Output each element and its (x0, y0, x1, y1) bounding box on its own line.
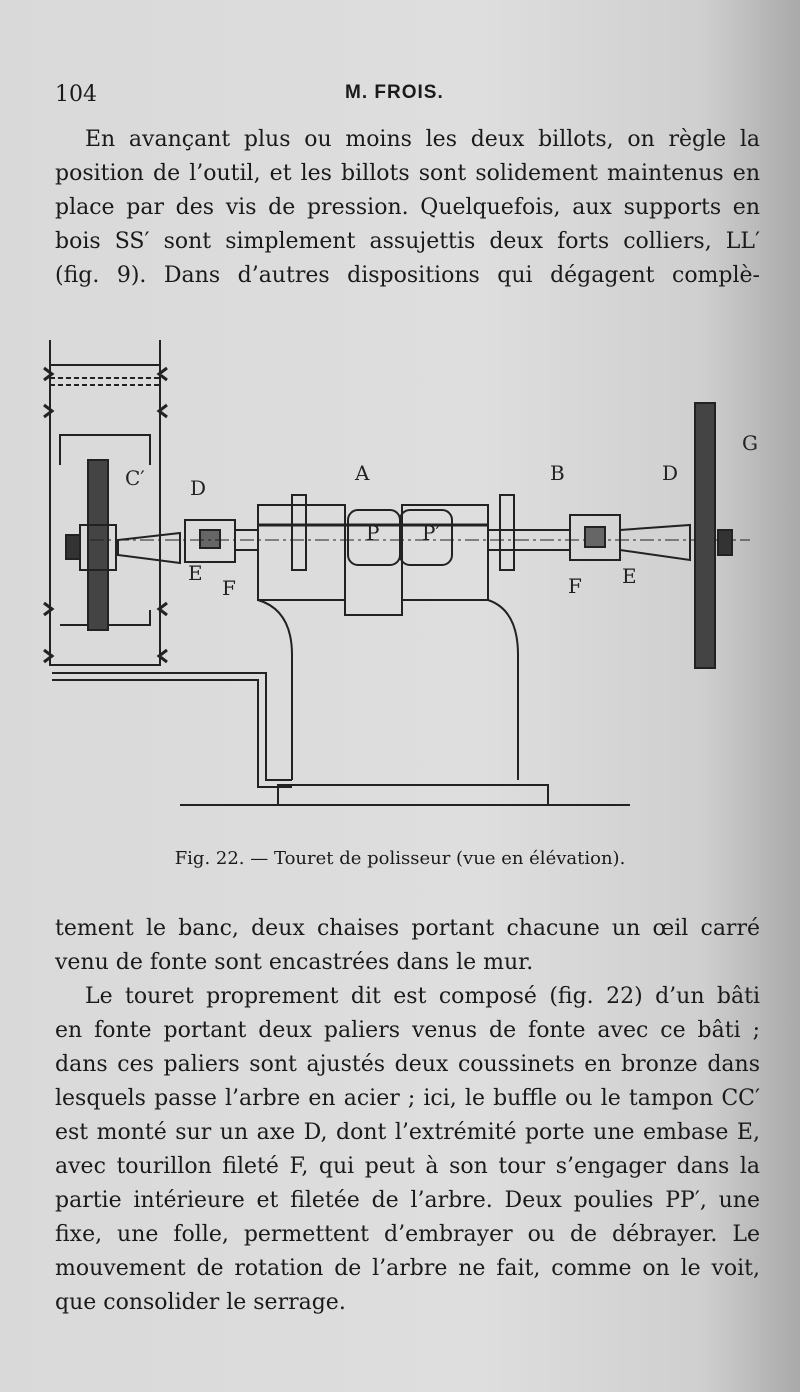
text-line: Le touret proprement dit est composé (fi… (85, 984, 760, 1009)
text-line: fixe, une folle, permettent d’embrayer o… (55, 1222, 760, 1247)
text-line: tement le banc, deux chaises portant cha… (55, 916, 760, 941)
text-line: place par des vis de pression. Quelquefo… (55, 195, 760, 220)
text-line: En avançant plus ou moins les deux billo… (85, 127, 760, 152)
label-g: G (742, 431, 758, 455)
figure-touret-diagram: C′ D A B D G P P′ E F F E (43, 340, 758, 806)
text-line: est monté sur un axe D, dont l’extrémité… (55, 1120, 760, 1145)
text-line: partie intérieure et filetée de l’arbre.… (55, 1188, 760, 1213)
label-d-right: D (662, 461, 678, 485)
text-line: dans ces paliers sont ajustés deux couss… (55, 1052, 760, 1077)
label-f-left: F (222, 576, 236, 600)
text-line: lesquels passe l’arbre en acier ; ici, l… (55, 1086, 760, 1111)
paragraph-bottom: tement le banc, deux chaises portant cha… (55, 912, 760, 1320)
text-line: (fig. 9). Dans d’autres dispositions qui… (55, 263, 760, 288)
paragraph-top: En avançant plus ou moins les deux billo… (55, 123, 760, 293)
text-line: mouvement de rotation de l’arbre ne fait… (55, 1256, 760, 1281)
label-e-right: E (622, 564, 637, 588)
page-header: 104 M. FROIS. (55, 82, 760, 112)
label-c-prime: C′ (125, 466, 145, 490)
label-a: A (354, 461, 370, 485)
label-p: P (366, 521, 379, 545)
text-line: venu de fonte sont encastrées dans le mu… (55, 950, 534, 975)
figure-caption: Fig. 22. — Touret de polisseur (vue en é… (174, 848, 626, 869)
label-p-prime: P′ (422, 521, 440, 545)
label-d-left: D (190, 476, 206, 500)
page-number: 104 (55, 82, 97, 107)
text-line: avec tourillon fileté F, qui peut à son … (55, 1154, 760, 1179)
text-line: position de l’outil, et les billots sont… (55, 161, 760, 186)
text-line: bois SS′ sont simplement assujettis deux… (55, 229, 760, 254)
text-line: en fonte portant deux paliers venus de f… (55, 1018, 760, 1043)
label-f-right: F (568, 574, 582, 598)
text-line: que consolider le serrage. (55, 1290, 346, 1315)
label-b: B (550, 461, 565, 485)
running-title: M. FROIS. (345, 82, 444, 103)
label-e-left: E (188, 561, 203, 585)
